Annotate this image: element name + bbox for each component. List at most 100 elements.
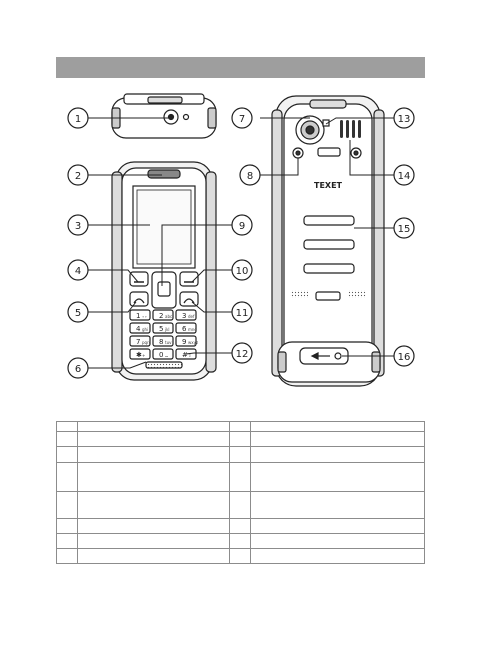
keypad-key-label: 0 [159,351,163,359]
phone-bottom-view [277,341,381,383]
callout-number: 3 [75,221,81,232]
top-view-slot [147,96,183,104]
legend-description-cell [77,421,230,432]
legend-row [56,421,425,432]
section-header-bar [56,57,425,78]
keypad-key-label: 8 [159,338,163,346]
legend-description-cell [77,431,230,447]
callout-circle [67,164,89,186]
keypad-key-sublabel: ⇧ [188,353,191,358]
keypad-key-sublabel: ghi [142,327,148,332]
phone-top-view [111,93,217,139]
callout-number: 12 [236,349,249,360]
legend-description-cell [250,462,425,492]
legend-row [56,491,425,519]
front-right-bumper [205,171,217,373]
keypad-key [152,322,174,334]
keypad-key-label: 4 [136,325,141,333]
keypad-key-sublabel: ⌴ [165,353,168,358]
callout-circle [67,301,89,323]
legend-description-cell [250,548,425,564]
legend-number-cell [56,421,78,432]
legend-number-cell [229,533,251,549]
legend-number-cell [56,518,78,534]
back-rib [303,263,355,274]
callout-number: 1 [75,114,81,125]
callout-number: 16 [398,352,411,363]
legend-row [56,533,425,549]
earpiece-icon [147,169,181,179]
callout-circle [393,164,415,186]
legend-number-cell [56,548,78,564]
legend-description-cell [250,431,425,447]
phone-back-view: TEXET [271,95,385,387]
keypad-key [175,322,197,334]
legend-description-cell [250,491,425,519]
keypad-key-label: 6 [182,325,187,333]
speaker-grille [145,361,183,369]
keypad-key [175,335,197,347]
callout-number: 9 [239,221,245,232]
keypad-key [129,348,151,360]
legend-number-cell [56,431,78,447]
callout-circle [231,214,253,236]
callout-circle [393,345,415,367]
legend-description-cell [77,548,230,564]
callout-leaders [88,117,394,369]
callout-circle [239,164,261,186]
keypad-key [129,309,151,321]
legend-row [56,518,425,534]
keypad-key-label: ✱ [136,351,142,359]
keypad-key-label: 1 [136,312,140,320]
callout-number: 8 [247,171,253,182]
keypad-key [129,335,151,347]
legend-number-cell [56,462,78,492]
legend-number-cell [229,462,251,492]
callout-circle [393,217,415,239]
callout-number: 4 [75,266,81,277]
callout-number: 2 [75,171,81,182]
callout-circle [231,301,253,323]
front-left-bumper [111,171,123,373]
legend-number-cell [229,431,251,447]
callout-number: 10 [236,266,249,277]
keypad-key-sublabel: + [142,353,145,358]
callout-circle [67,214,89,236]
legend-row [56,548,425,564]
legend-description-cell [250,446,425,463]
legend-description-cell [250,518,425,534]
legend-number-cell [229,518,251,534]
keypad-key-sublabel: jkl [164,327,170,332]
keypad-key-sublabel: tuv [165,340,172,345]
camera-flash-icon [322,119,330,127]
legend-number-cell [229,446,251,463]
legend-description-cell [250,421,425,432]
keypad-key [152,335,174,347]
legend-description-cell [77,462,230,492]
callout-number: 7 [239,114,245,125]
keypad-key-label: 5 [159,325,163,333]
keypad-key-sublabel: pqrs [142,340,151,345]
end-key-icon [183,298,195,304]
legend-description-cell [77,518,230,534]
keypad-key-label: 2 [159,312,163,320]
keypad-key [129,322,151,334]
legend-row [56,431,425,447]
callout-circle [231,259,253,281]
center-ok-key [157,281,171,297]
legend-number-cell [229,491,251,519]
callout-number: 13 [398,114,411,125]
legend-number-cell [56,446,78,463]
legend-number-cell [56,491,78,519]
keypad-key-sublabel: def [188,314,195,319]
legend-number-cell [229,548,251,564]
back-rib [303,239,355,250]
callout-circle [67,259,89,281]
callout-circle [393,107,415,129]
keypad-key-sublabel: wxyz [188,340,198,345]
callout-circle [67,107,89,129]
